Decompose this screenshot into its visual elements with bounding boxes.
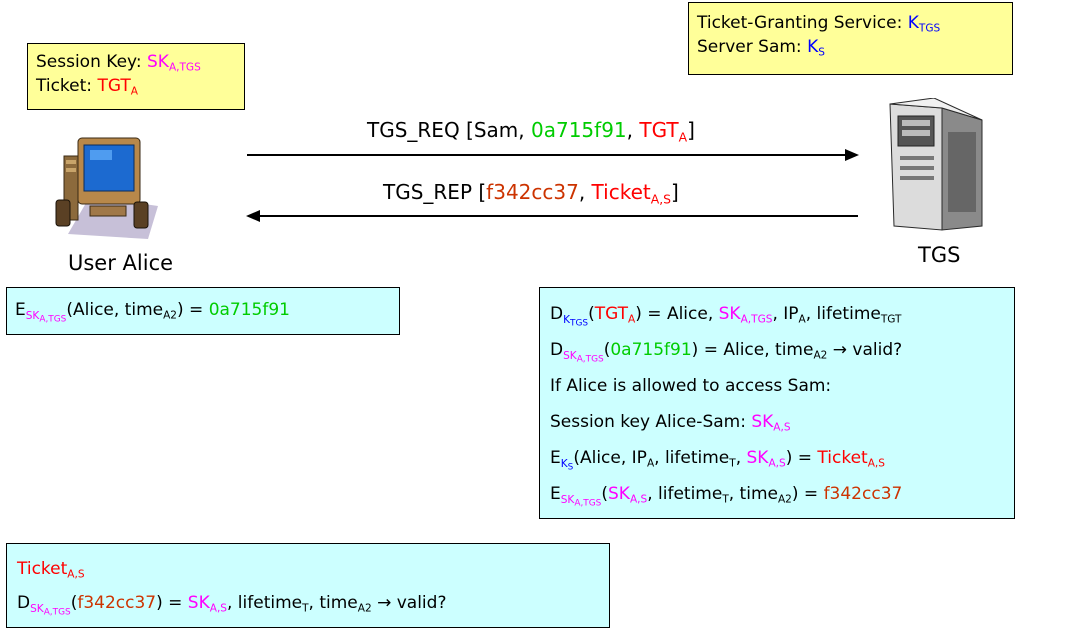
- tgs-req-arrowhead: [845, 149, 859, 161]
- tgs-decrypt-tgt-line: DKTGS(TGTA) = Alice, SKA,TGS, IPA, lifet…: [550, 304, 902, 329]
- k-tgs: KTGS: [907, 13, 941, 35]
- tgs-req-label: TGS_REQ [Sam, 0a715f91, TGTA]: [367, 118, 695, 145]
- tgt-a: TGTA: [97, 76, 138, 98]
- tgs-session-key-line: Session key Alice-Sam: SKA,S: [550, 412, 791, 434]
- alice-decrypt-reply-line: DSKA,TGS(f342cc37) = SKA,S, lifetimeT, t…: [17, 593, 447, 618]
- tgs-label: TGS: [918, 243, 961, 267]
- alice-session-key-line: Session Key: SKA,TGS: [36, 52, 201, 74]
- alice-verify-box: TicketA,S DSKA,TGS(f342cc37) = SKA,S, li…: [6, 543, 610, 628]
- user-computer-icon: [55, 137, 158, 239]
- tgs-rep-arrowhead: [246, 210, 260, 222]
- alice-ticket-line: Ticket: TGTA: [36, 76, 138, 98]
- alice-authenticator-line: ESKA,TGS(Alice, timeA2) = 0a715f91: [15, 300, 290, 325]
- tgs-access-check-line: If Alice is allowed to access Sam:: [550, 376, 832, 396]
- alice-authenticator-box: ESKA,TGS(Alice, timeA2) = 0a715f91: [6, 287, 400, 335]
- rep-authenticator: f342cc37: [486, 180, 579, 204]
- rep-ticket: TicketA,S: [591, 180, 671, 207]
- tgs-knowledge-box: Ticket-Granting Service: KTGS Server Sam…: [688, 2, 1013, 75]
- req-authenticator: 0a715f91: [531, 118, 627, 142]
- tgs-reply-line: ESKA,TGS(SKA,S, lifetimeT, timeA2) = f34…: [550, 484, 903, 509]
- tgs-decrypt-authenticator-line: DSKA,TGS(0a715f91) = Alice, timeA2 → val…: [550, 340, 903, 365]
- sk-a-tgs: SKA,TGS: [146, 52, 201, 74]
- tgs-service-key-line: Ticket-Granting Service: KTGS: [697, 13, 941, 35]
- tgs-processing-box: DKTGS(TGTA) = Alice, SKA,TGS, IPA, lifet…: [539, 287, 1015, 519]
- tgs-req-arrow: [247, 154, 847, 156]
- alice-received-ticket-line: TicketA,S: [17, 559, 85, 581]
- req-tgt: TGTA: [639, 118, 688, 145]
- server-icon: [889, 98, 983, 231]
- tgs-ticket-line: EKS(Alice, IPA, lifetimeT, SKA,S) = Tick…: [550, 448, 885, 473]
- tgs-rep-label: TGS_REP [f342cc37, TicketA,S]: [383, 180, 679, 207]
- alice-authenticator-value: 0a715f91: [208, 300, 290, 320]
- tgs-rep-arrow: [260, 215, 858, 217]
- alice-label: User Alice: [68, 251, 174, 275]
- k-s: KS: [807, 37, 825, 59]
- tgs-server-key-line: Server Sam: KS: [697, 37, 825, 59]
- alice-knowledge-box: Session Key: SKA,TGS Ticket: TGTA: [27, 43, 245, 110]
